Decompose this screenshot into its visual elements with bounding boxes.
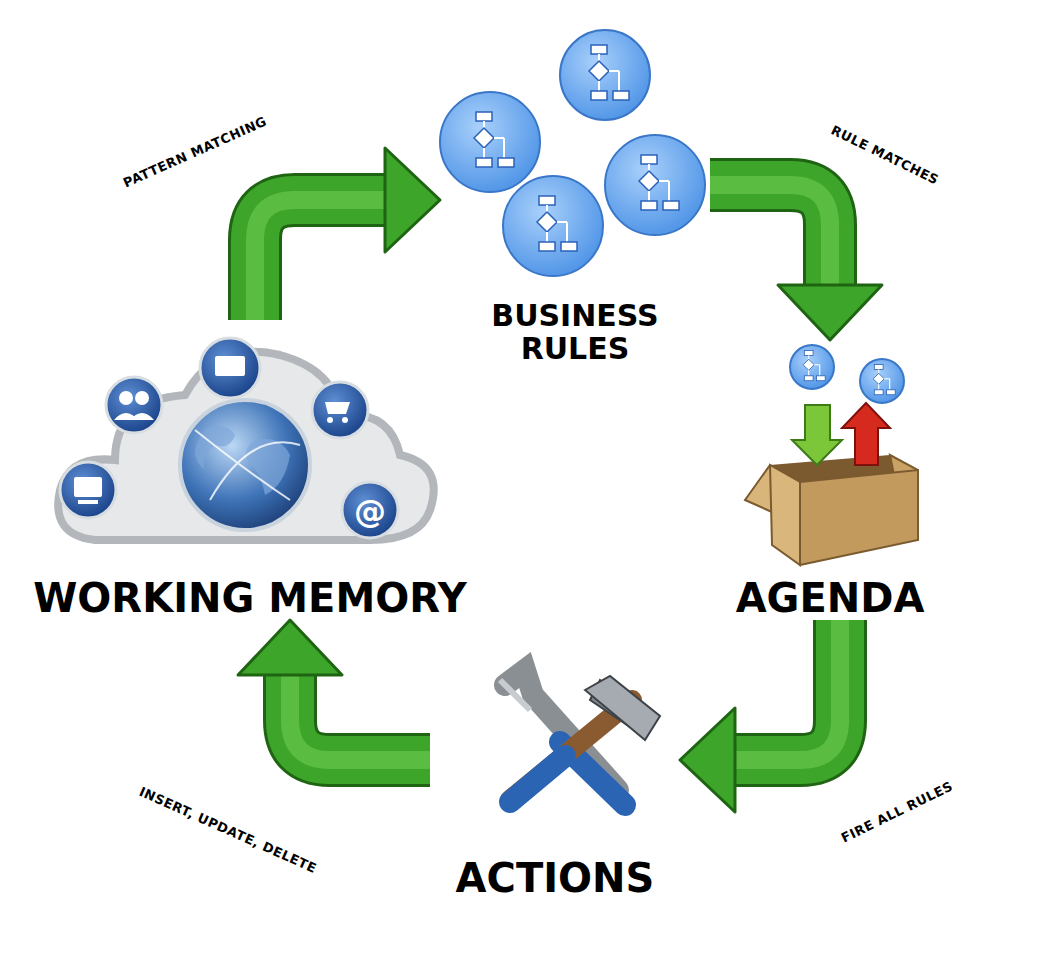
stage-node: WORKING MEMORY (30, 320, 470, 620)
svg-text:@: @ (354, 492, 386, 530)
flow-arrow (710, 185, 882, 340)
stage-title: AGENDA (720, 576, 940, 620)
agenda-box-icon (745, 345, 918, 565)
stage-node: ACTIONS (430, 660, 680, 900)
stage-title: ACTIONS (430, 856, 680, 900)
edge-label: PATTERN MATCHING (121, 114, 269, 191)
tools-icon (500, 670, 660, 805)
stage-title: BUSINESS RULES (440, 299, 710, 365)
cloud-icon: @ (58, 338, 434, 540)
rule-icons (440, 30, 705, 276)
edge-label: RULE MATCHES (829, 122, 941, 187)
stage-title: WORKING MEMORY (30, 576, 470, 620)
stage-node: AGENDA (720, 340, 940, 620)
flow-arrow (680, 620, 840, 812)
edge-label: INSERT, UPDATE, DELETE (137, 784, 319, 876)
edge-label: FIRE ALL RULES (839, 778, 956, 845)
stage-node: BUSINESS RULES (440, 40, 710, 365)
flow-arrow (255, 148, 440, 320)
flow-arrow (238, 620, 430, 760)
